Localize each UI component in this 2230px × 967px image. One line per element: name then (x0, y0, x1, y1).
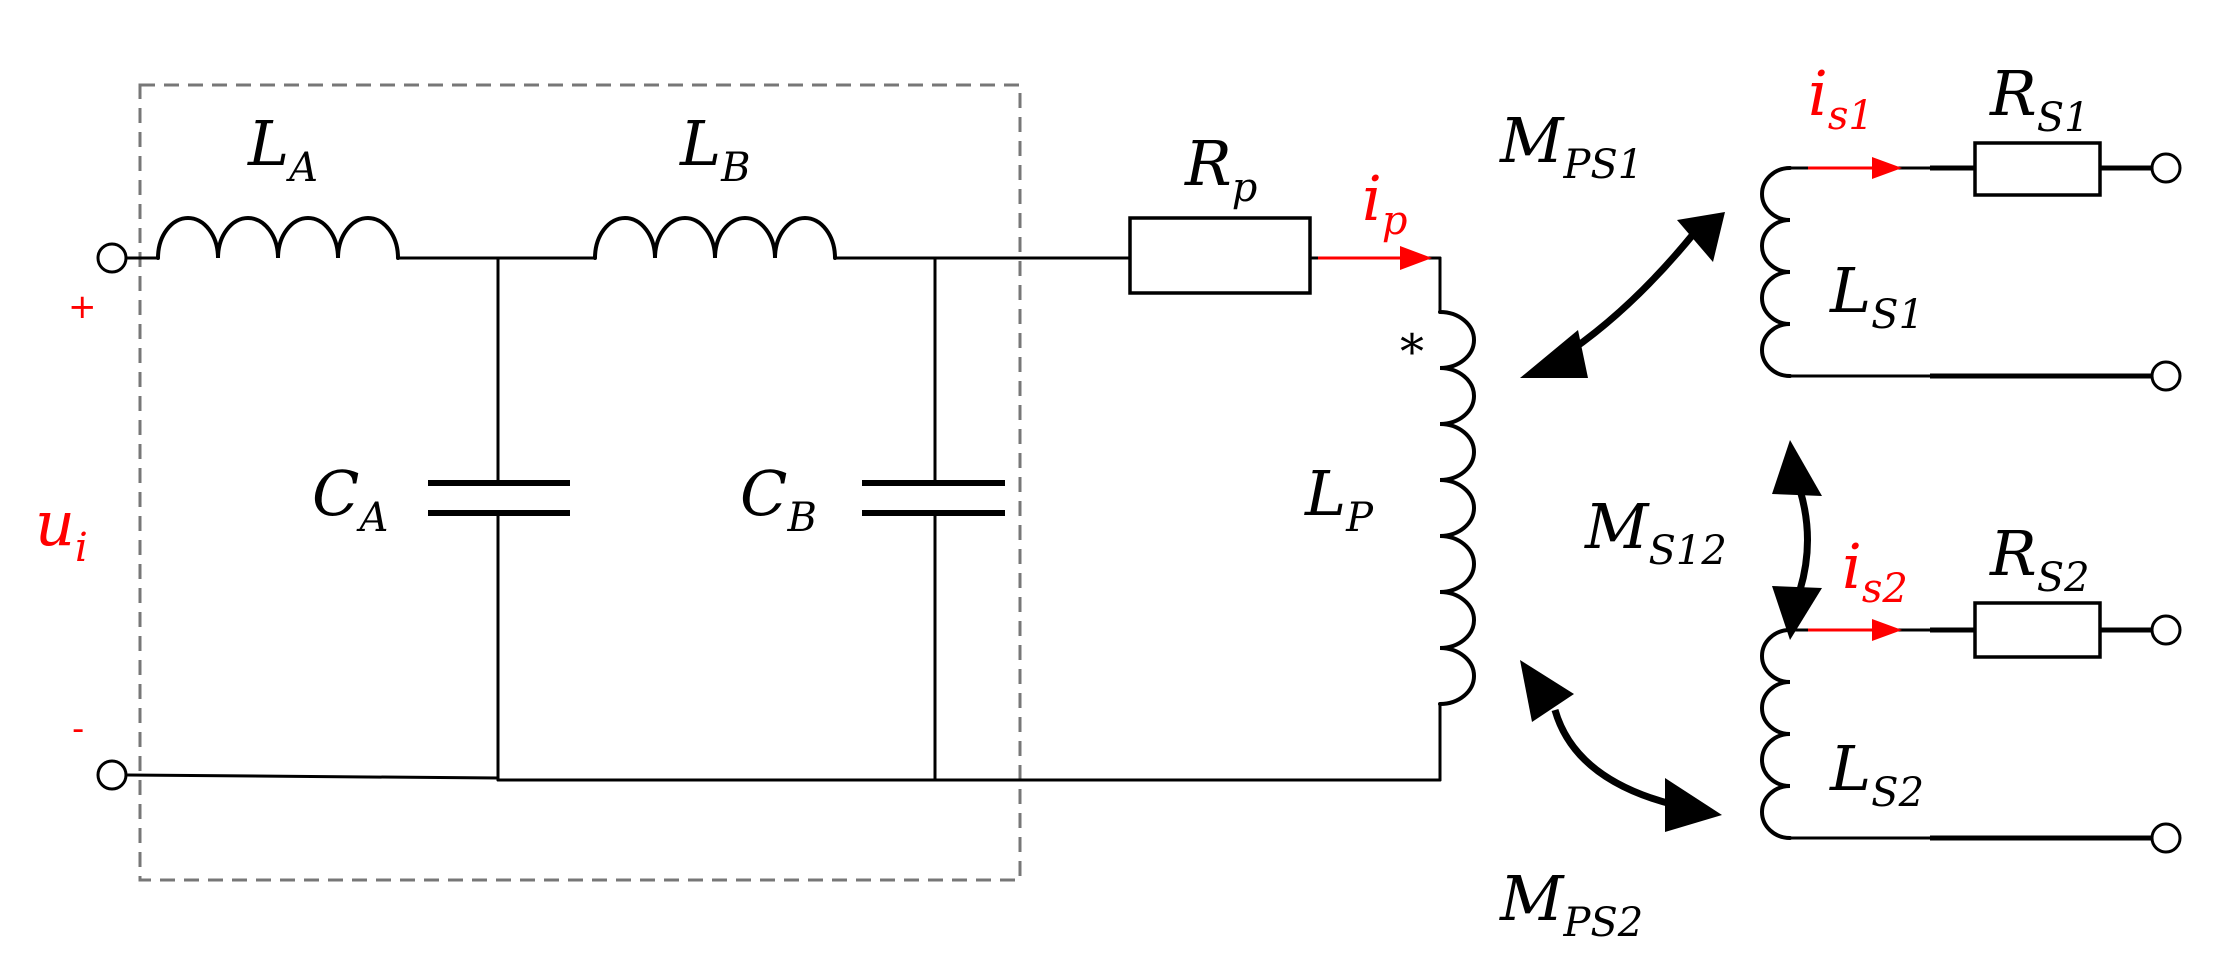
label-ms12: MS12 (1584, 490, 1727, 574)
input-terminal-positive (96, 242, 128, 274)
bottom-rail-wires (124, 702, 1442, 782)
label-lp: LP (1304, 457, 1374, 541)
terminal-s2-top (2150, 614, 2182, 646)
label-mps1: MPS1 (1499, 104, 1643, 188)
label-rs2: RS2 (1989, 517, 2090, 601)
secondary-2-circuit (1760, 601, 2182, 854)
label-dot-marker: * (1400, 324, 1424, 380)
mutual-arrow-s12 (1772, 440, 1822, 640)
label-ip: ip (1362, 162, 1407, 244)
label-is2: is2 (1842, 530, 1908, 612)
current-arrow-is2 (1808, 619, 1902, 641)
terminal-s1-top (2150, 152, 2182, 184)
label-ls2: LS2 (1829, 732, 1924, 816)
label-lb: LB (679, 107, 751, 191)
current-arrow-is1 (1808, 157, 1902, 179)
label-rs1: RS1 (1989, 57, 2090, 141)
label-cb: CB (740, 457, 817, 541)
label-ui: ui (35, 487, 88, 571)
label-plus: + (68, 287, 97, 327)
label-minus: - (72, 709, 84, 749)
capacitor-ca (428, 256, 570, 782)
label-rp: Rp (1184, 127, 1257, 211)
label-is1: is1 (1808, 57, 1874, 139)
label-la: LA (247, 107, 318, 191)
mutual-arrow-ps1 (1520, 212, 1725, 378)
mutual-arrow-ps2 (1520, 660, 1722, 832)
filter-boundary-box (138, 83, 1022, 882)
capacitor-cb (862, 256, 1005, 782)
inductor-lp (1438, 310, 1476, 706)
secondary-1-circuit (1760, 141, 2182, 392)
inductor-ls1 (1760, 166, 1792, 378)
inductor-lb (593, 216, 837, 260)
input-terminal-negative (96, 759, 128, 791)
inductor-la (156, 216, 400, 260)
terminal-s1-bottom (2150, 360, 2182, 392)
resistor-rp (1128, 216, 1312, 295)
resistor-rs1 (1973, 141, 2102, 197)
resistor-rs2 (1973, 601, 2102, 659)
inductor-ls2 (1760, 628, 1792, 840)
terminal-s2-bottom (2150, 822, 2182, 854)
label-mps2: MPS2 (1499, 862, 1643, 946)
label-ls1: LS1 (1829, 254, 1924, 338)
current-arrow-ip (1318, 246, 1432, 270)
label-ca: CA (312, 457, 388, 541)
